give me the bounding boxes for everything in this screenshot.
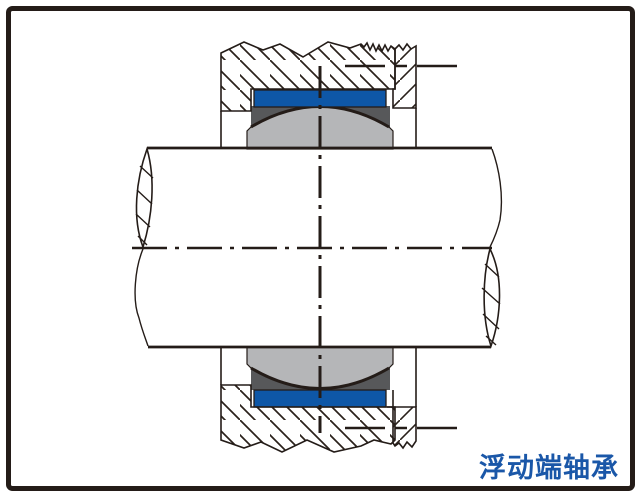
housing-edge-lines bbox=[220, 108, 417, 408]
caption-label: 浮动端轴承 bbox=[479, 453, 619, 484]
housing-section-bottom bbox=[220, 384, 396, 453]
shaft-break-hatch-left bbox=[135, 165, 154, 246]
shaft-break-curve-left bbox=[134, 248, 149, 347]
end-cover-top bbox=[392, 42, 417, 109]
shaft-break-hatch-right bbox=[481, 263, 501, 346]
shaft-break-curve-right bbox=[489, 148, 503, 248]
figure-border bbox=[6, 6, 635, 491]
housing-section-top bbox=[220, 41, 396, 112]
